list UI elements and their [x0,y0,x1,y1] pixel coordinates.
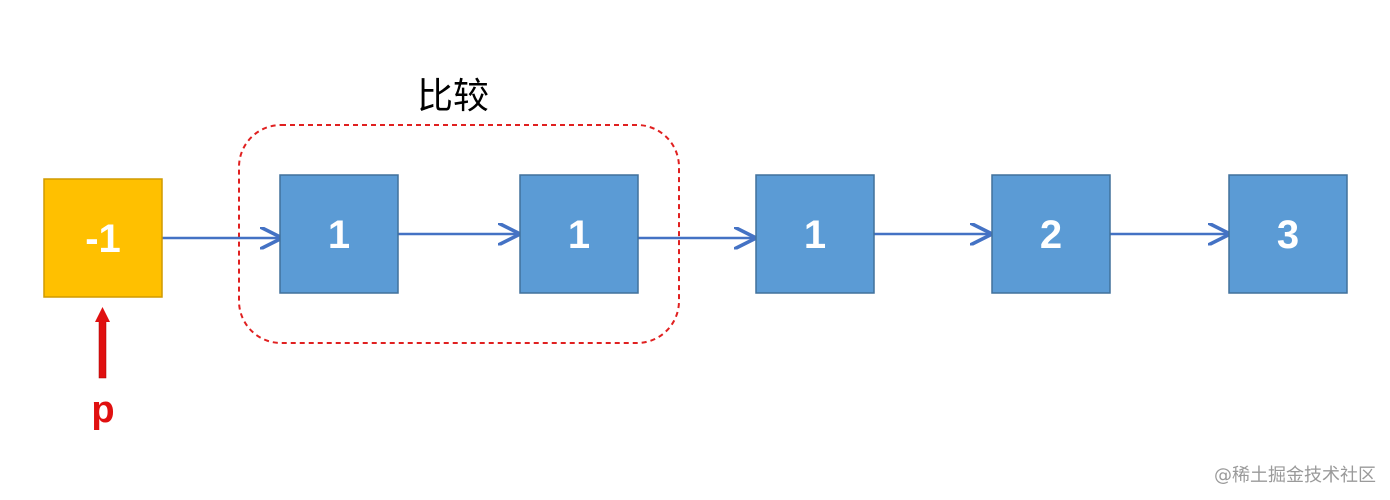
node-box [991,174,1111,294]
node-1: 1 [279,174,399,294]
node-value: 1 [568,213,590,257]
compare-box [238,124,680,344]
pointer-shaft [98,319,107,379]
node-value: 1 [328,213,350,257]
node-3: 1 [755,174,875,294]
pointer-arrow [95,307,110,379]
node-value: 1 [804,213,826,257]
node-box [1228,174,1348,294]
node-value: 3 [1277,213,1299,257]
node-box [279,174,399,294]
node-value: -1 [85,217,121,261]
node-box [755,174,875,294]
node-box [519,174,639,294]
watermark-text: @稀土掘金技术社区 [1214,465,1376,486]
node-value: 2 [1040,213,1062,257]
node-5: 3 [1228,174,1348,294]
pointer-arrowhead [95,307,110,322]
node-2: 1 [519,174,639,294]
compare-label: 比较 [417,76,489,117]
link-arrows [162,234,1228,238]
node-box [43,178,163,298]
node-head: -1 [43,178,163,298]
node-4: 2 [991,174,1111,294]
pointer-label: p [91,389,114,431]
